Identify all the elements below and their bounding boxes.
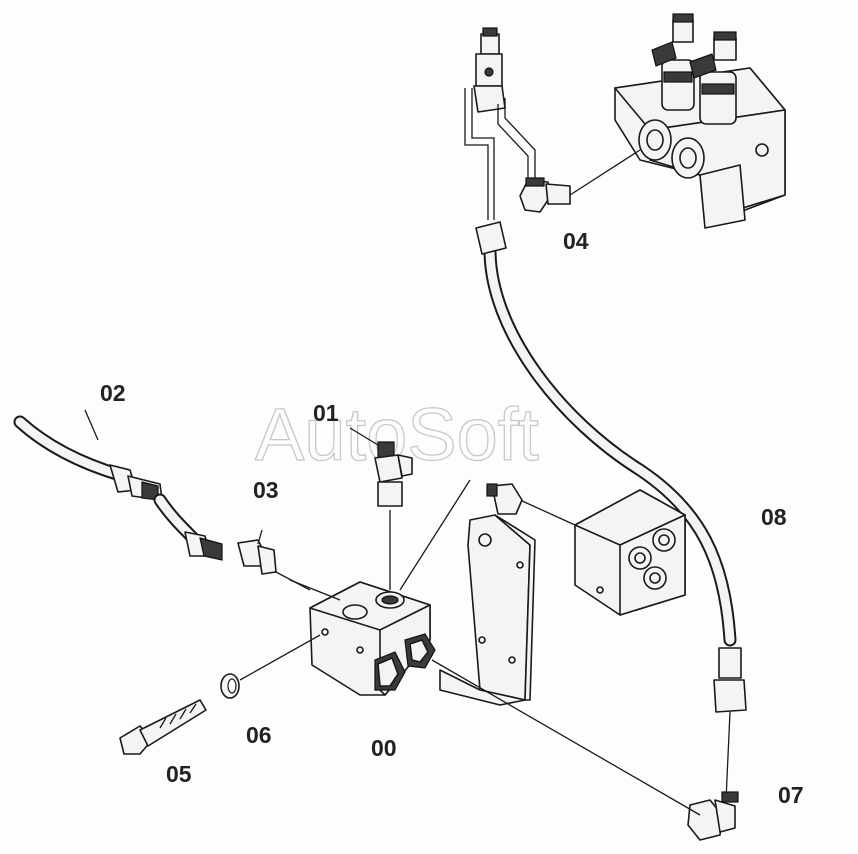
tee-fitting-01 [349,427,413,507]
elbow-fitting-07 [687,791,739,841]
solenoid-valve-block [519,489,686,616]
hose-08 [475,221,747,801]
callout-00: 00 [371,735,397,761]
callout-05: 05 [166,761,192,787]
callout-07: 07 [778,782,804,808]
mounting-bracket [439,514,536,706]
callout-03: 03 [253,477,279,503]
o-ring-06 [220,673,240,699]
callout-01: 01 [313,400,339,426]
adapter-03 [237,529,311,591]
callout-08: 08 [761,504,787,530]
elbow-fitting-04 [519,149,641,213]
straight-fitting [486,483,523,515]
callout-06: 06 [246,722,272,748]
hose-02 [13,409,223,561]
pressure-switch-tee [464,27,536,220]
manifold-block-00 [239,479,701,816]
callout-04: 04 [563,228,589,254]
control-valve-assembly [614,13,786,229]
bolt-05 [119,699,207,755]
callout-02: 02 [100,380,126,406]
